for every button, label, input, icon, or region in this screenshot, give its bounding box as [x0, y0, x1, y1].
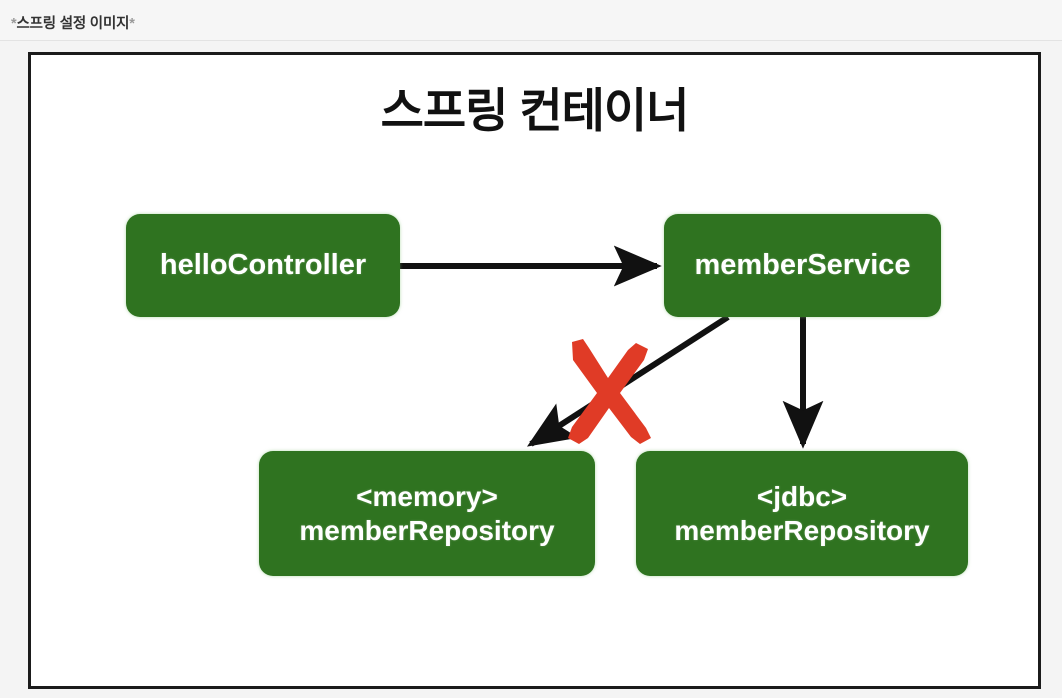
bean-label-memory-tag: <memory> [356, 481, 498, 513]
caption-bar: *스프링 설정 이미지* [0, 0, 1062, 41]
bean-box-jdbc-member-repository[interactable]: <jdbc> memberRepository [636, 451, 968, 576]
figure-canvas: 스프링 컨테이너 [31, 55, 1038, 686]
red-cross-out-icon [568, 339, 651, 444]
bean-box-member-service[interactable]: memberService [664, 214, 941, 317]
bean-label-jdbc-repository-group: <jdbc> memberRepository [674, 480, 929, 546]
bean-label-member-service: memberService [694, 249, 911, 282]
caption-asterisk-right: * [129, 16, 135, 32]
bean-box-memory-member-repository[interactable]: <memory> memberRepository [259, 451, 595, 576]
bean-box-hello-controller[interactable]: helloController [126, 214, 400, 317]
caption-title-text: 스프링 설정 이미지 [16, 16, 130, 32]
bean-label-jdbc-tag: <jdbc> [756, 481, 848, 513]
arrow-member-service-to-memory-repository [526, 314, 730, 447]
caption-asterisk-left: * [11, 16, 17, 32]
connector-layer [400, 245, 824, 449]
diagram-title: 스프링 컨테이너 [380, 84, 690, 137]
caption-label: *스프링 설정 이미지* [11, 12, 135, 33]
bean-label-hello-controller: helloController [159, 249, 367, 282]
figure-frame: 스프링 컨테이너 [28, 52, 1041, 689]
bean-label-memory-repository-group: <memory> memberRepository [299, 480, 554, 546]
bean-label-memory-repository: memberRepository [299, 514, 555, 546]
bean-label-jdbc-repository: memberRepository [674, 514, 930, 546]
